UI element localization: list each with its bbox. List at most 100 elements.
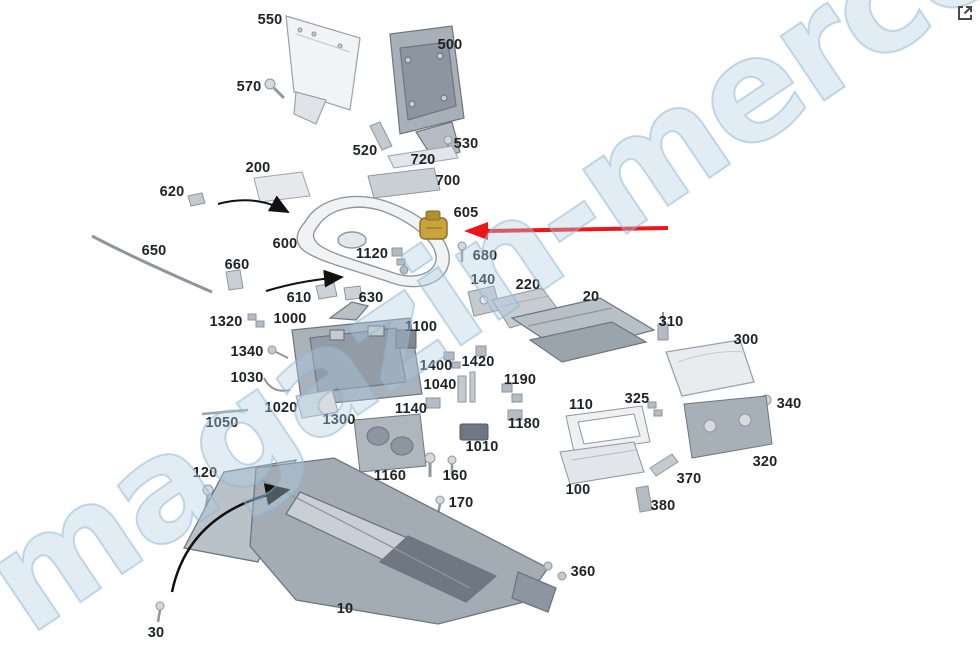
part-label-160: 160 bbox=[442, 468, 468, 484]
part-160-screw bbox=[447, 455, 457, 474]
part-1040-strips bbox=[457, 371, 476, 403]
part-1180-part bbox=[507, 409, 523, 421]
part-label-370: 370 bbox=[676, 471, 702, 487]
part-325-parts bbox=[647, 401, 663, 417]
part-label-1100: 1100 bbox=[404, 319, 438, 335]
part-label-1040: 1040 bbox=[423, 377, 457, 393]
part-label-605: 605 bbox=[453, 205, 479, 221]
part-label-1300: 1300 bbox=[322, 412, 356, 428]
part-label-325: 325 bbox=[624, 391, 650, 407]
part-720-strip bbox=[387, 145, 459, 169]
part-605-module bbox=[419, 210, 448, 240]
part-20-armrest bbox=[510, 297, 656, 363]
part-1160-screw bbox=[424, 452, 436, 477]
part-1320-clip bbox=[247, 313, 265, 328]
part-label-110: 110 bbox=[569, 397, 593, 413]
part-label-500: 500 bbox=[437, 37, 463, 53]
part-360-fasteners bbox=[543, 561, 567, 581]
part-label-300: 300 bbox=[733, 332, 759, 348]
part-label-10: 10 bbox=[336, 601, 354, 617]
part-label-600: 600 bbox=[272, 236, 298, 252]
part-1010-module bbox=[459, 423, 489, 441]
part-650-strip bbox=[91, 234, 213, 294]
part-label-310: 310 bbox=[658, 314, 684, 330]
pointer-arrow-660 bbox=[265, 269, 344, 292]
part-660-bracket bbox=[225, 269, 244, 291]
part-370-strip bbox=[649, 453, 679, 477]
part-label-360: 360 bbox=[570, 564, 596, 580]
part-680-screw bbox=[457, 241, 467, 262]
part-label-100: 100 bbox=[565, 482, 591, 498]
part-label-380: 380 bbox=[650, 498, 676, 514]
part-label-220: 220 bbox=[515, 277, 541, 293]
part-110-frame bbox=[565, 405, 651, 453]
part-30-screw bbox=[155, 601, 165, 623]
part-1120-parts bbox=[391, 247, 409, 275]
part-200-panel bbox=[253, 171, 311, 203]
part-380-clip bbox=[635, 485, 653, 513]
part-label-570: 570 bbox=[236, 79, 262, 95]
part-1140-part bbox=[425, 397, 441, 409]
part-label-620: 620 bbox=[159, 184, 185, 200]
part-300-lid bbox=[665, 339, 755, 397]
part-630-part bbox=[343, 285, 363, 301]
part-label-1030: 1030 bbox=[230, 370, 264, 386]
part-1100-box bbox=[395, 329, 417, 349]
part-label-660: 660 bbox=[224, 257, 250, 273]
part-100-tray bbox=[559, 441, 645, 485]
part-1050-strip bbox=[201, 408, 249, 416]
part-label-530: 530 bbox=[453, 136, 479, 152]
part-label-200: 200 bbox=[245, 160, 271, 176]
part-label-340: 340 bbox=[776, 396, 802, 412]
part-label-1420: 1420 bbox=[461, 354, 495, 370]
part-1030-wire bbox=[263, 377, 291, 392]
part-label-1160: 1160 bbox=[373, 468, 407, 484]
part-label-1000: 1000 bbox=[273, 311, 307, 327]
part-label-320: 320 bbox=[752, 454, 778, 470]
part-700-panel bbox=[367, 167, 441, 199]
pointer-arrow-console bbox=[170, 483, 291, 593]
part-label-680: 680 bbox=[472, 248, 498, 264]
part-label-30: 30 bbox=[147, 625, 165, 641]
part-140-bracket bbox=[467, 285, 501, 317]
part-310-connector bbox=[657, 312, 669, 341]
part-label-700: 700 bbox=[435, 173, 461, 189]
pointer-arrow-620 bbox=[217, 195, 290, 213]
external-link-icon[interactable] bbox=[956, 4, 974, 27]
part-label-1180: 1180 bbox=[507, 416, 541, 432]
part-1000-carrier bbox=[291, 301, 423, 407]
part-label-630: 630 bbox=[358, 290, 384, 306]
part-label-140: 140 bbox=[470, 272, 496, 288]
part-1300-cupholder bbox=[353, 413, 427, 473]
part-1420-part bbox=[475, 345, 487, 357]
part-label-1020: 1020 bbox=[264, 400, 298, 416]
part-520-clip bbox=[369, 121, 393, 151]
part-1340-connector bbox=[267, 345, 289, 359]
part-1190-parts bbox=[501, 383, 523, 403]
part-label-20: 20 bbox=[582, 289, 600, 305]
part-620-clip bbox=[187, 192, 206, 207]
part-label-170: 170 bbox=[448, 495, 474, 511]
part-1400-parts bbox=[443, 351, 461, 369]
highlight-arrow-605 bbox=[464, 222, 669, 240]
part-label-1400: 1400 bbox=[419, 358, 453, 374]
part-label-120: 120 bbox=[192, 465, 218, 481]
part-label-1190: 1190 bbox=[503, 372, 537, 388]
part-label-1120: 1120 bbox=[355, 246, 389, 262]
part-label-1320: 1320 bbox=[209, 314, 243, 330]
part-label-1010: 1010 bbox=[465, 439, 499, 455]
part-10-console bbox=[183, 457, 557, 625]
part-570-screw bbox=[264, 78, 286, 100]
part-label-610: 610 bbox=[286, 290, 312, 306]
part-label-1140: 1140 bbox=[394, 401, 428, 417]
part-label-1340: 1340 bbox=[230, 344, 264, 360]
part-320-bracket bbox=[683, 395, 773, 459]
part-label-520: 520 bbox=[352, 143, 378, 159]
part-label-1050: 1050 bbox=[205, 415, 239, 431]
part-label-650: 650 bbox=[141, 243, 167, 259]
part-label-550: 550 bbox=[257, 12, 283, 28]
part-1020-panel bbox=[295, 389, 339, 419]
